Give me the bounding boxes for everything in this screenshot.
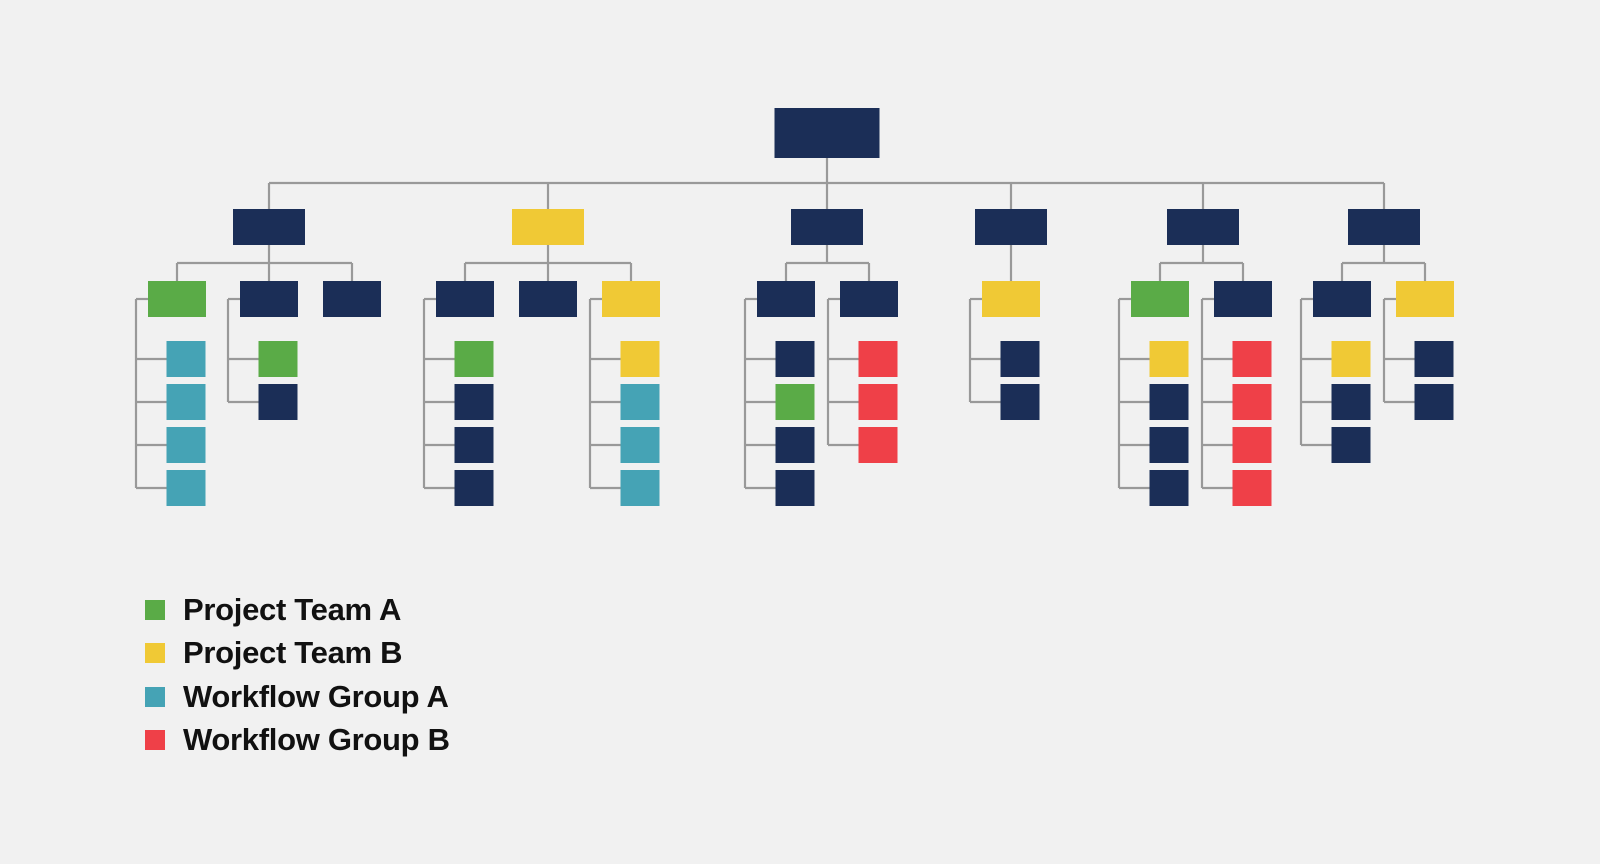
- member-node: [1331, 341, 1371, 377]
- division-node: [1167, 209, 1239, 245]
- legend-item-project-team-a: Project Team A: [145, 588, 450, 632]
- member-node: [1149, 470, 1189, 506]
- member-node: [775, 384, 815, 420]
- member-node: [620, 384, 660, 420]
- member-node: [620, 341, 660, 377]
- member-node: [1149, 427, 1189, 463]
- member-node: [1414, 341, 1454, 377]
- division-node: [1348, 209, 1420, 245]
- legend-swatch: [145, 643, 165, 664]
- member-node: [166, 427, 206, 463]
- member-node: [775, 470, 815, 506]
- legend-swatch: [145, 599, 165, 620]
- member-node: [166, 341, 206, 377]
- legend-item-workflow-group-a: Workflow Group A: [145, 675, 450, 719]
- member-node: [454, 384, 494, 420]
- member-node: [858, 427, 898, 463]
- member-node: [1414, 384, 1454, 420]
- legend-item-project-team-b: Project Team B: [145, 632, 450, 676]
- team-node: [1313, 281, 1371, 317]
- division-node: [975, 209, 1047, 245]
- team-node: [436, 281, 494, 317]
- legend: Project Team A Project Team B Workflow G…: [145, 588, 450, 762]
- member-node: [258, 384, 298, 420]
- member-node: [454, 470, 494, 506]
- team-node: [840, 281, 898, 317]
- member-node: [620, 470, 660, 506]
- member-node: [620, 427, 660, 463]
- team-node: [323, 281, 381, 317]
- team-node: [1396, 281, 1454, 317]
- legend-swatch: [145, 730, 165, 751]
- member-node: [258, 341, 298, 377]
- team-node: [602, 281, 660, 317]
- member-node: [454, 341, 494, 377]
- legend-label: Project Team B: [183, 635, 403, 671]
- division-node: [233, 209, 305, 245]
- division-node: [512, 209, 584, 245]
- member-node: [1232, 470, 1272, 506]
- team-node: [1214, 281, 1272, 317]
- org-boxes: [148, 108, 1454, 506]
- root-node: [774, 108, 880, 158]
- member-node: [1000, 384, 1040, 420]
- member-node: [1149, 384, 1189, 420]
- member-node: [1331, 427, 1371, 463]
- legend-item-workflow-group-b: Workflow Group B: [145, 719, 450, 763]
- legend-label: Workflow Group A: [183, 678, 449, 714]
- member-node: [1232, 427, 1272, 463]
- connector-lines: [134, 158, 1427, 490]
- division-node: [791, 209, 863, 245]
- member-node: [454, 427, 494, 463]
- member-node: [775, 341, 815, 377]
- member-node: [166, 384, 206, 420]
- member-node: [1232, 341, 1272, 377]
- legend-label: Workflow Group B: [183, 722, 450, 758]
- member-node: [166, 470, 206, 506]
- member-node: [1331, 384, 1371, 420]
- team-node: [982, 281, 1040, 317]
- member-node: [775, 427, 815, 463]
- team-node: [757, 281, 815, 317]
- team-node: [148, 281, 206, 317]
- member-node: [1232, 384, 1272, 420]
- member-node: [858, 384, 898, 420]
- team-node: [240, 281, 298, 317]
- member-node: [1000, 341, 1040, 377]
- team-node: [519, 281, 577, 317]
- team-node: [1131, 281, 1189, 317]
- member-node: [858, 341, 898, 377]
- legend-swatch: [145, 686, 165, 707]
- legend-label: Project Team A: [183, 591, 402, 627]
- member-node: [1149, 341, 1189, 377]
